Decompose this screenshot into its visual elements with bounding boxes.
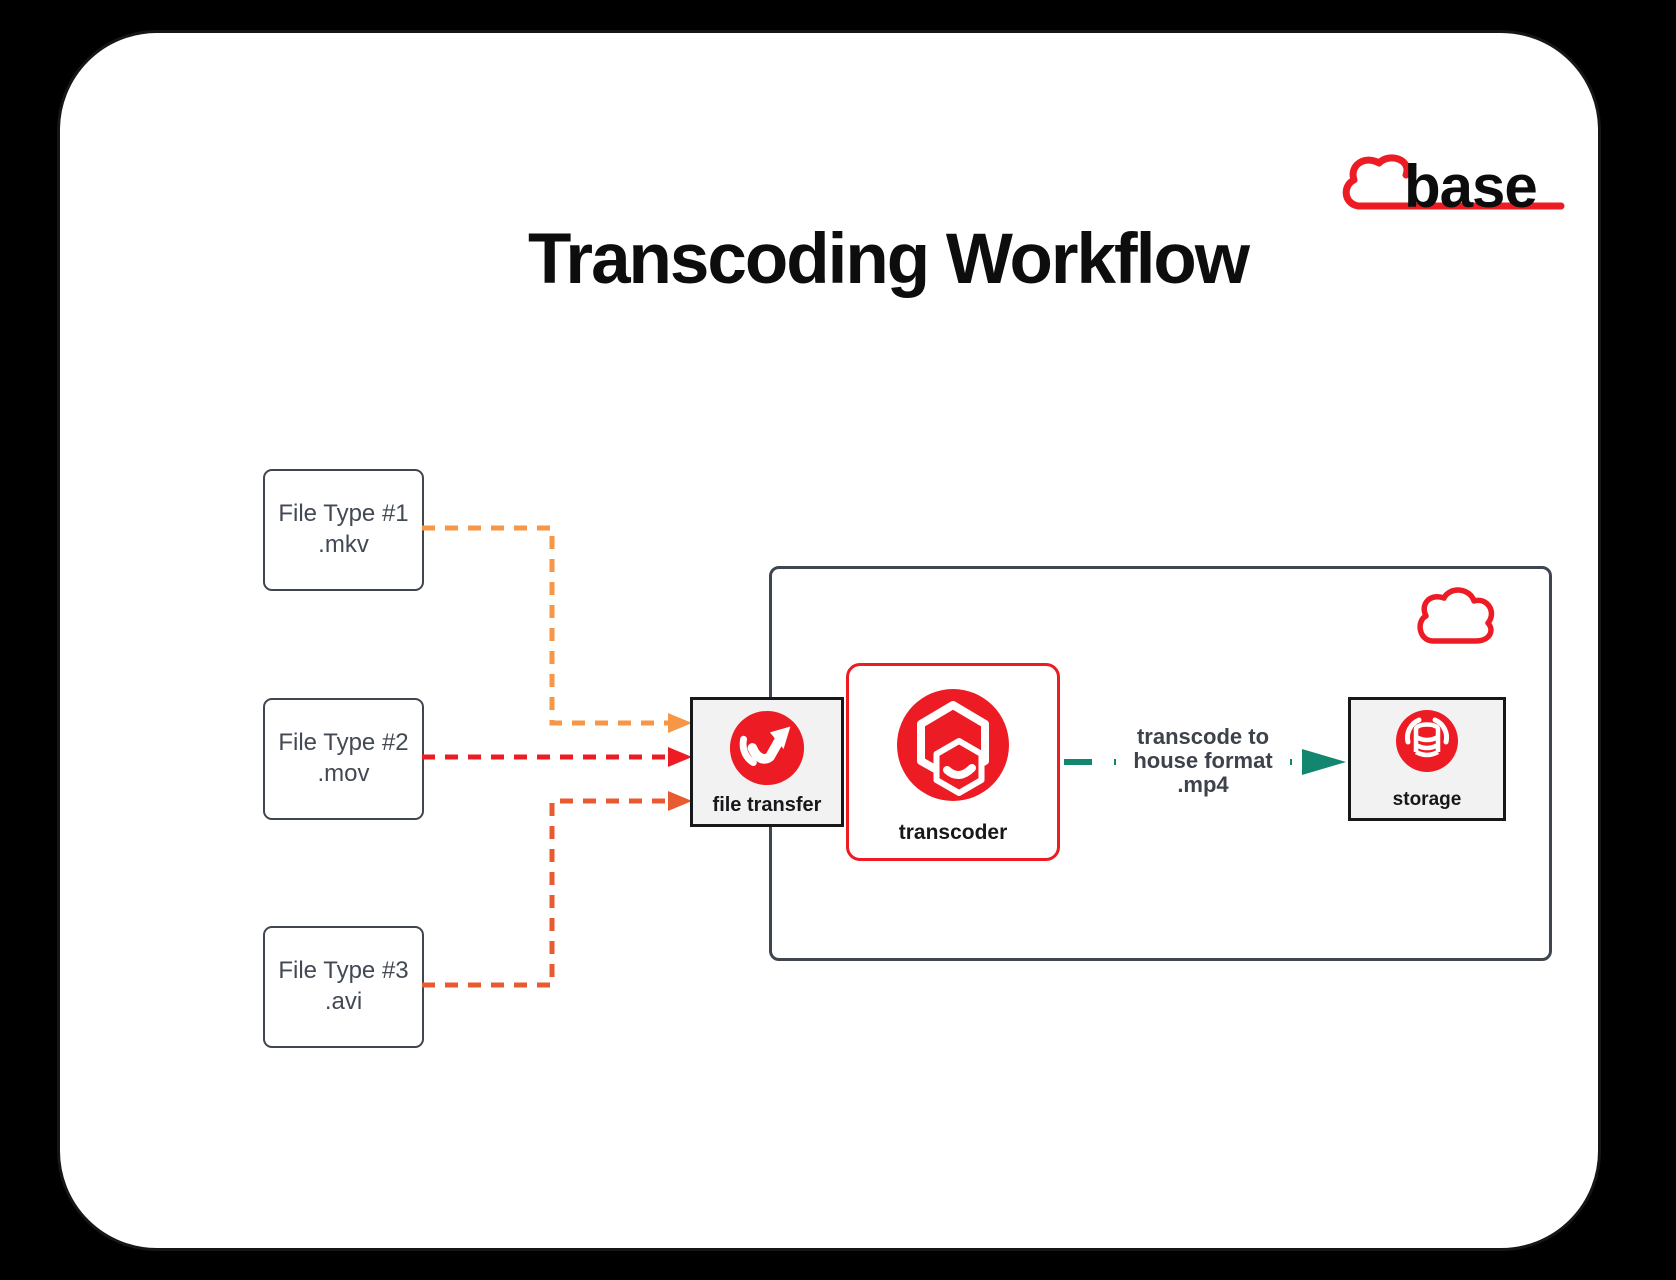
cloud-icon	[1417, 587, 1495, 644]
arrow-avi-to-file-transfer	[422, 791, 692, 988]
file-type-2-ext: .mov	[317, 760, 370, 787]
file-type-1-box: File Type #1 .mkv	[263, 469, 424, 591]
file-type-1-name: File Type #1	[278, 500, 409, 528]
base-logo: base	[1340, 151, 1570, 227]
storage-icon	[1396, 710, 1458, 772]
flow-label-line1: transcode to	[1136, 724, 1270, 749]
file-transfer-icon	[729, 710, 805, 786]
flow-label: transcode to house format .mp4	[1116, 724, 1290, 798]
transcoder-icon	[897, 689, 1009, 801]
arrow-mkv-to-file-transfer	[422, 525, 692, 733]
storage-node: storage	[1348, 697, 1506, 821]
file-transfer-label: file transfer	[712, 794, 822, 816]
file-type-3-box: File Type #3 .avi	[263, 926, 424, 1048]
file-type-1-ext: .mkv	[318, 531, 369, 558]
transcoder-label: transcoder	[898, 821, 1008, 844]
page-title: Transcoding Workflow	[527, 220, 1250, 299]
base-logo-text: base	[1404, 153, 1538, 220]
file-type-2-name: File Type #2	[278, 729, 409, 757]
file-transfer-node: file transfer	[690, 697, 844, 827]
flow-label-line2: house format	[1133, 748, 1273, 774]
flow-label-line3: .mp4	[1177, 772, 1229, 798]
arrow-mov-to-file-transfer	[422, 747, 692, 767]
transcoder-node: transcoder	[846, 663, 1060, 861]
file-type-3-name: File Type #3	[278, 957, 409, 985]
base-logo-cloud-icon	[1342, 154, 1565, 210]
file-type-2-box: File Type #2 .mov	[263, 698, 424, 820]
file-type-3-ext: .avi	[324, 988, 363, 1015]
slide-card: base Transcoding Workflow File Type #1 .…	[57, 30, 1601, 1251]
storage-label: storage	[1392, 789, 1462, 810]
